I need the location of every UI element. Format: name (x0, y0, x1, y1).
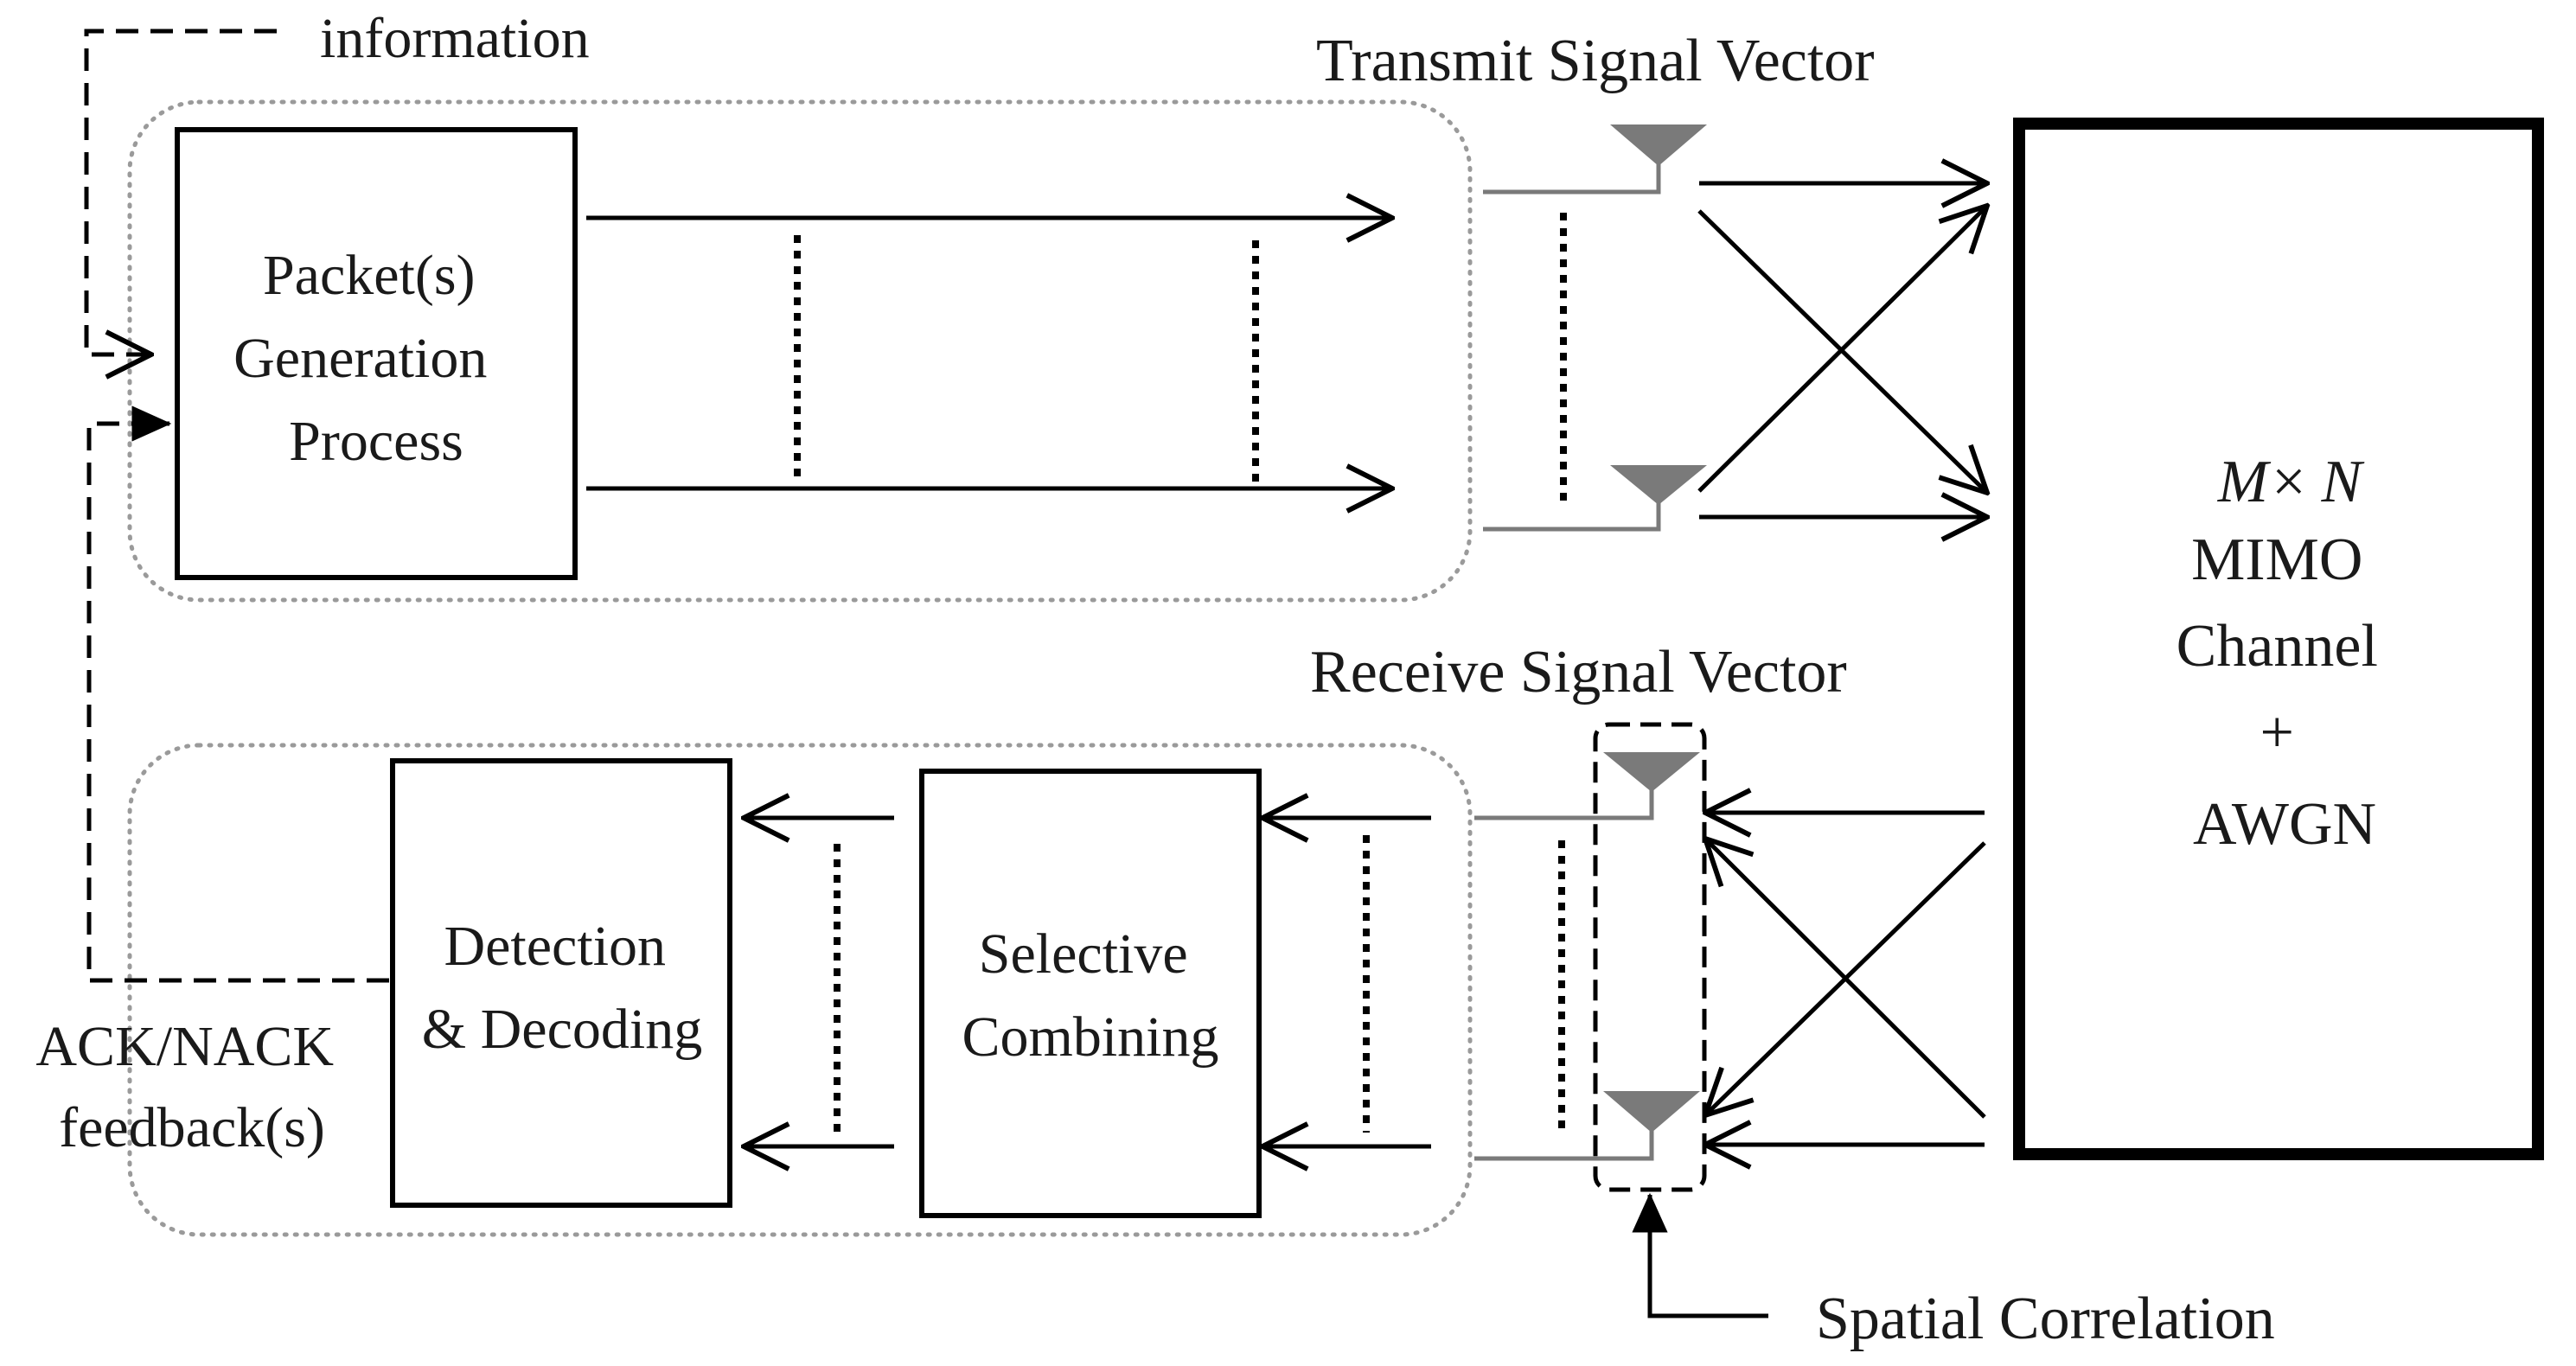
packet-generation-label: Packet(s) Generation Process (233, 244, 502, 473)
receive-signal-vector-label: Receive Signal Vector (1310, 639, 1847, 705)
information-label: information (320, 7, 590, 70)
detection-decoding-label: Detection & Decoding (422, 915, 702, 1061)
packet-generation-line-3: Process (289, 410, 463, 473)
mimo-channel-size-times: × (2272, 449, 2305, 515)
ack-nack-line-1: ACK/NACK (35, 1015, 334, 1078)
packet-generation-block (175, 127, 578, 580)
packet-generation-line-2: Generation (233, 327, 487, 390)
receiver-group-boundary (127, 743, 1473, 1237)
mimo-channel-line-4: + (2260, 699, 2294, 766)
mimo-channel-line-2: MIMO (2191, 527, 2362, 593)
mimo-channel-line-3: Channel (2176, 613, 2378, 680)
mimo-channel-size: M×N (2217, 449, 2365, 515)
transmit-antenna-top (1483, 124, 1707, 195)
transmit-antenna-bottom (1483, 465, 1707, 532)
tx-path-top-cross (1697, 209, 1987, 493)
selective-combining-line-2: Combining (962, 1005, 1218, 1069)
mimo-channel-size-m: M (2217, 449, 2272, 515)
tx-path-bottom-cross (1697, 206, 1987, 493)
packet-generation-line-1: Packet(s) (263, 244, 476, 307)
mimo-channel-block (2013, 118, 2544, 1160)
selective-combining-block (919, 769, 1262, 1218)
transmit-signal-vector-label: Transmit Signal Vector (1316, 28, 1875, 94)
ack-nack-label: ACK/NACK feedback(s) (35, 1015, 348, 1159)
mimo-channel-line-5: AWGN (2193, 791, 2376, 858)
selective-combining-label: Selective Combining (962, 922, 1218, 1069)
selective-combining-line-1: Selective (979, 922, 1188, 986)
rx-path-bottom-cross (1705, 839, 1986, 1119)
detection-decoding-line-2: & Decoding (422, 998, 702, 1061)
information-input-arrow (84, 29, 277, 354)
receive-antenna-top (1474, 752, 1700, 820)
mimo-channel-label: MIMO Channel + AWGN (2176, 527, 2394, 858)
mimo-channel-size-n: N (2321, 449, 2365, 515)
detection-decoding-block (390, 758, 732, 1208)
receive-antenna-bottom (1474, 1091, 1700, 1161)
spatial-correlation-arrow (1632, 1192, 1768, 1318)
receive-antenna-correlation-box (1593, 722, 1707, 1192)
ack-nack-feedback-arrow (86, 405, 389, 983)
detection-decoding-line-1: Detection (444, 915, 666, 978)
ack-nack-line-2: feedback(s) (59, 1096, 325, 1159)
spatial-correlation-label: Spatial Correlation (1816, 1286, 2275, 1352)
